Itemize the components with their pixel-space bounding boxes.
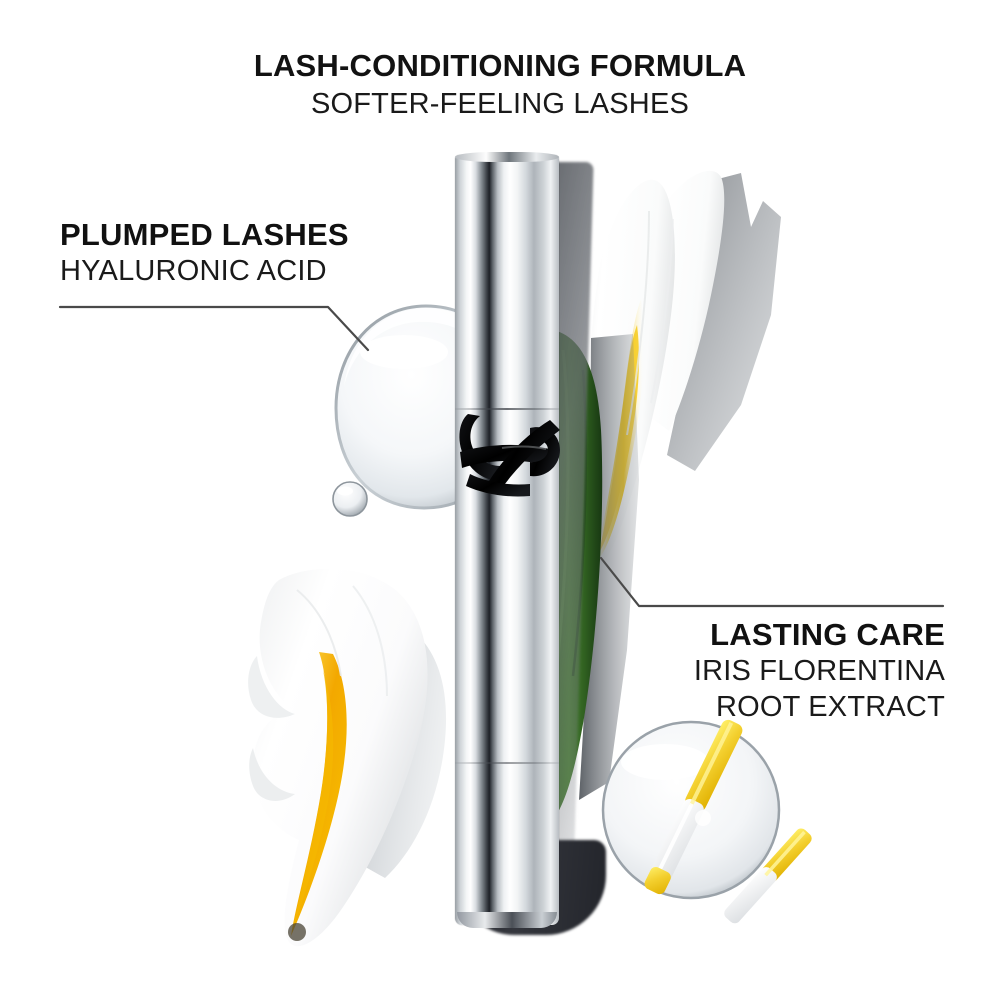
page-subtitle: SOFTER-FEELING LASHES — [310, 88, 690, 120]
ribbon-monogram-icon — [459, 414, 560, 497]
header: LASH-CONDITIONING FORMULA SOFTER-FEELING… — [0, 48, 1000, 122]
callout-subheading: HYALURONIC ACID — [60, 255, 327, 287]
leader-line-lasting-care — [599, 556, 945, 608]
tube-cap-top — [455, 152, 559, 162]
white-iris-petal — [248, 568, 447, 947]
page-title: LASH-CONDITIONING FORMULA — [253, 48, 747, 83]
callout-heading: PLUMPED LASHES — [60, 217, 349, 252]
hyaluronic-acid-droplet-small — [332, 481, 368, 517]
callout-line-3: ROOT EXTRACT — [715, 691, 945, 723]
leader-line-plumped-lashes — [58, 305, 370, 352]
callout-lasting-care: LASTING CARE IRIS FLORENTINA ROOT EXTRAC… — [694, 616, 945, 725]
tube-seam-upper — [455, 408, 559, 410]
tube-seam-lower — [455, 762, 559, 764]
callout-heading: LASTING CARE — [710, 617, 945, 652]
callout-plumped-lashes: PLUMPED LASHES HYALURONIC ACID — [60, 216, 349, 289]
tube-bottom-edge — [457, 912, 557, 928]
tube-body — [455, 155, 559, 925]
mascara-tube — [430, 150, 640, 950]
iris-root-extract-gel — [601, 719, 812, 924]
callout-line-2: IRIS FLORENTINA — [693, 655, 945, 687]
